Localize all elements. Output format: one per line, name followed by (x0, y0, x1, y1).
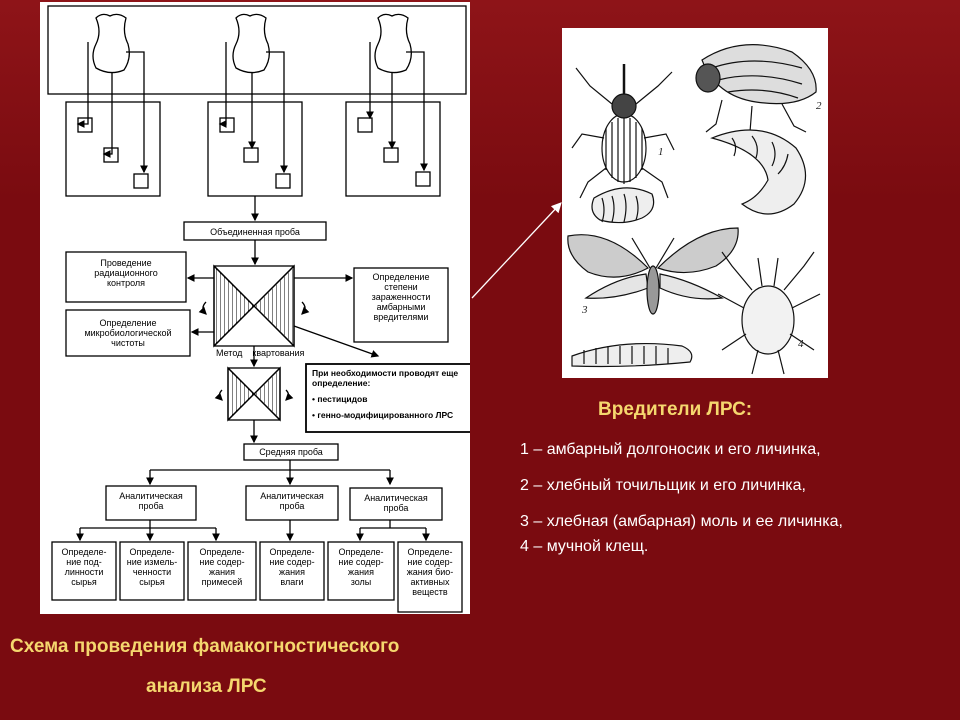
scheme-lines (47, 5, 470, 613)
pest-number-2: 2 (816, 100, 822, 112)
caption-line-2: анализа ЛРС (146, 676, 267, 697)
combined-sample-label: Объединенная проба (210, 227, 300, 237)
pests-illustration: 1 2 3 4 (562, 28, 828, 378)
pest-number-1: 1 (658, 146, 664, 158)
sack-icon (92, 13, 412, 74)
drugstore-beetle-larva-icon (710, 129, 807, 215)
pests-title: Вредители ЛРС: (598, 399, 753, 420)
flour-mite-icon (717, 251, 821, 375)
weevil-larva-icon (591, 187, 655, 224)
weevil-icon (571, 64, 675, 199)
pest-list-item: 1 – амбарный долгоносик и его личинка, (520, 441, 821, 458)
grain-moth-icon (567, 227, 739, 315)
pests-drawing (567, 44, 821, 375)
pest-list-item: 2 – хлебный точильщик и его личинка, (520, 477, 806, 494)
pest-list-item: 4 – мучной клещ. (520, 538, 649, 555)
pest-list-item: 3 – хлебная (амбарная) моль и ее личинка… (520, 513, 843, 530)
quartering-method-label: Метод квартования (216, 348, 305, 358)
average-sample-label: Средняя проба (259, 447, 323, 457)
drugstore-beetle-icon (695, 44, 817, 139)
pest-number-4: 4 (798, 338, 804, 350)
caption-line-1: Схема проведения фамакогностического (10, 636, 400, 657)
pest-number-3: 3 (582, 304, 588, 316)
